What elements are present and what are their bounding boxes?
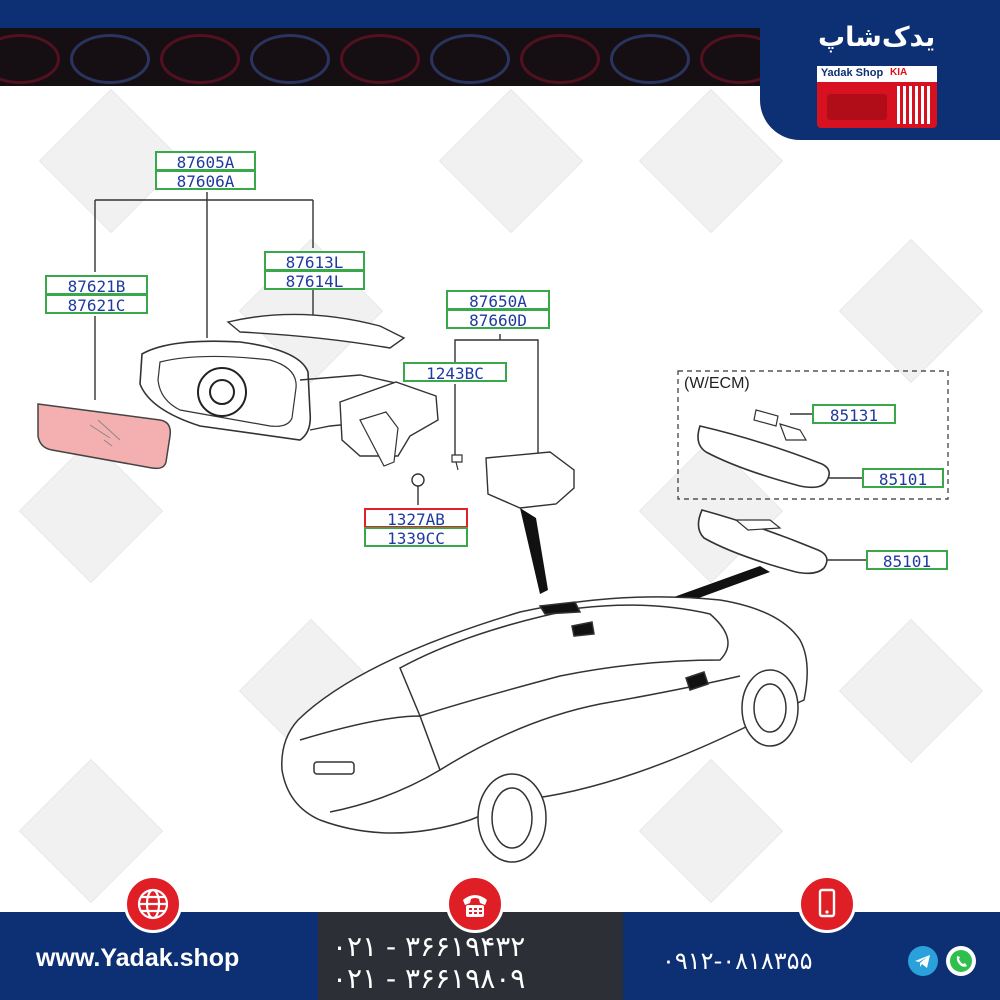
part-label-85131[interactable]: 85131 bbox=[812, 404, 896, 425]
part-label-85101[interactable]: 85101 bbox=[866, 550, 948, 571]
car-side-mirror-location bbox=[685, 671, 709, 691]
kia-pattern-mark bbox=[700, 34, 760, 84]
nut-part bbox=[411, 473, 425, 487]
part-label-87650a[interactable]: 87650A bbox=[446, 290, 550, 311]
mirror-base-bracket bbox=[359, 411, 399, 467]
kia-pattern-mark bbox=[340, 34, 420, 84]
ecm-option-box bbox=[677, 370, 949, 500]
part-label-85101-ecm[interactable]: 85101 bbox=[862, 468, 944, 489]
mobile-icon bbox=[798, 875, 856, 933]
car-trunk bbox=[299, 715, 441, 813]
car-license-plate bbox=[313, 761, 355, 775]
mirror-housing-inner bbox=[157, 355, 297, 427]
mirror-actuator bbox=[197, 367, 247, 417]
brand-maker-kia: KIA bbox=[890, 67, 908, 78]
mirror-actuator-center bbox=[209, 379, 235, 405]
part-label-87614l[interactable]: 87614L bbox=[264, 270, 365, 291]
pointer-arrow-cover bbox=[520, 508, 548, 594]
sensor-mount bbox=[779, 423, 808, 441]
hyundai-pattern-mark bbox=[430, 34, 510, 84]
car-rear-hub bbox=[491, 787, 533, 849]
phone-number-2[interactable]: ۰۲۱ - ۳۶۶۱۹۸۰۹ bbox=[332, 962, 526, 995]
kia-pattern-mark bbox=[160, 34, 240, 84]
part-label-87613l[interactable]: 87613L bbox=[264, 251, 365, 272]
phone-number-1[interactable]: ۰۲۱ - ۳۶۶۱۹۴۳۲ bbox=[332, 930, 526, 963]
brand-name-en: Yadak Shop bbox=[820, 67, 884, 79]
car-roof bbox=[399, 604, 729, 717]
part-label-87606a[interactable]: 87606A bbox=[155, 170, 256, 191]
part-label-87621c[interactable]: 87621C bbox=[45, 294, 148, 315]
telephone-icon bbox=[446, 875, 504, 933]
part-label-1243bc[interactable]: 1243BC bbox=[403, 362, 507, 383]
inside-mirror-mount bbox=[734, 519, 782, 531]
hyundai-pattern-mark bbox=[70, 34, 150, 84]
car-inside-mirror-location bbox=[571, 621, 595, 637]
part-label-87621b[interactable]: 87621B bbox=[45, 275, 148, 296]
kia-pattern-mark bbox=[0, 34, 60, 84]
inside-mirror-ecm-part bbox=[697, 425, 830, 489]
whatsapp-icon[interactable] bbox=[946, 946, 976, 976]
bolt-part bbox=[451, 454, 463, 471]
hyundai-pattern-mark bbox=[250, 34, 330, 84]
mirror-glass-part bbox=[37, 403, 172, 470]
inside-mirror-part bbox=[697, 509, 828, 575]
website-link[interactable]: www.Yadak.shop bbox=[36, 944, 240, 972]
mirror-glass-shine bbox=[89, 419, 121, 447]
leader-lines-mirror bbox=[94, 192, 314, 338]
part-label-1327ab[interactable]: 1327AB bbox=[364, 508, 468, 529]
inner-cover-part bbox=[485, 451, 575, 509]
mobile-number[interactable]: ۰۹۱۲-۰۸۱۸۳۵۵ bbox=[662, 947, 813, 975]
mirror-housing-part bbox=[139, 340, 312, 441]
mirror-cover-part bbox=[226, 313, 406, 349]
logo-stripe bbox=[817, 66, 937, 82]
part-label-87660d[interactable]: 87660D bbox=[446, 309, 550, 330]
part-label-1339cc[interactable]: 1339CC bbox=[364, 527, 468, 548]
hyundai-pattern-mark bbox=[610, 34, 690, 84]
telegram-icon[interactable] bbox=[908, 946, 938, 976]
car-mirror-location bbox=[538, 601, 582, 615]
car-front-hub bbox=[753, 683, 787, 733]
brand-logo-card bbox=[817, 66, 937, 128]
leader-lines-bracket bbox=[454, 334, 539, 455]
ecm-condition-label: (W/ECM) bbox=[684, 375, 750, 392]
logo-bars bbox=[827, 86, 930, 124]
sensor-part bbox=[753, 409, 779, 427]
globe-icon bbox=[124, 875, 182, 933]
brand-pattern-banner bbox=[0, 28, 760, 86]
kia-pattern-mark bbox=[520, 34, 600, 84]
car-illustration bbox=[281, 596, 808, 863]
part-label-87605a[interactable]: 87605A bbox=[155, 151, 256, 172]
brand-name-fa: یدک‌شاپ bbox=[818, 22, 936, 53]
